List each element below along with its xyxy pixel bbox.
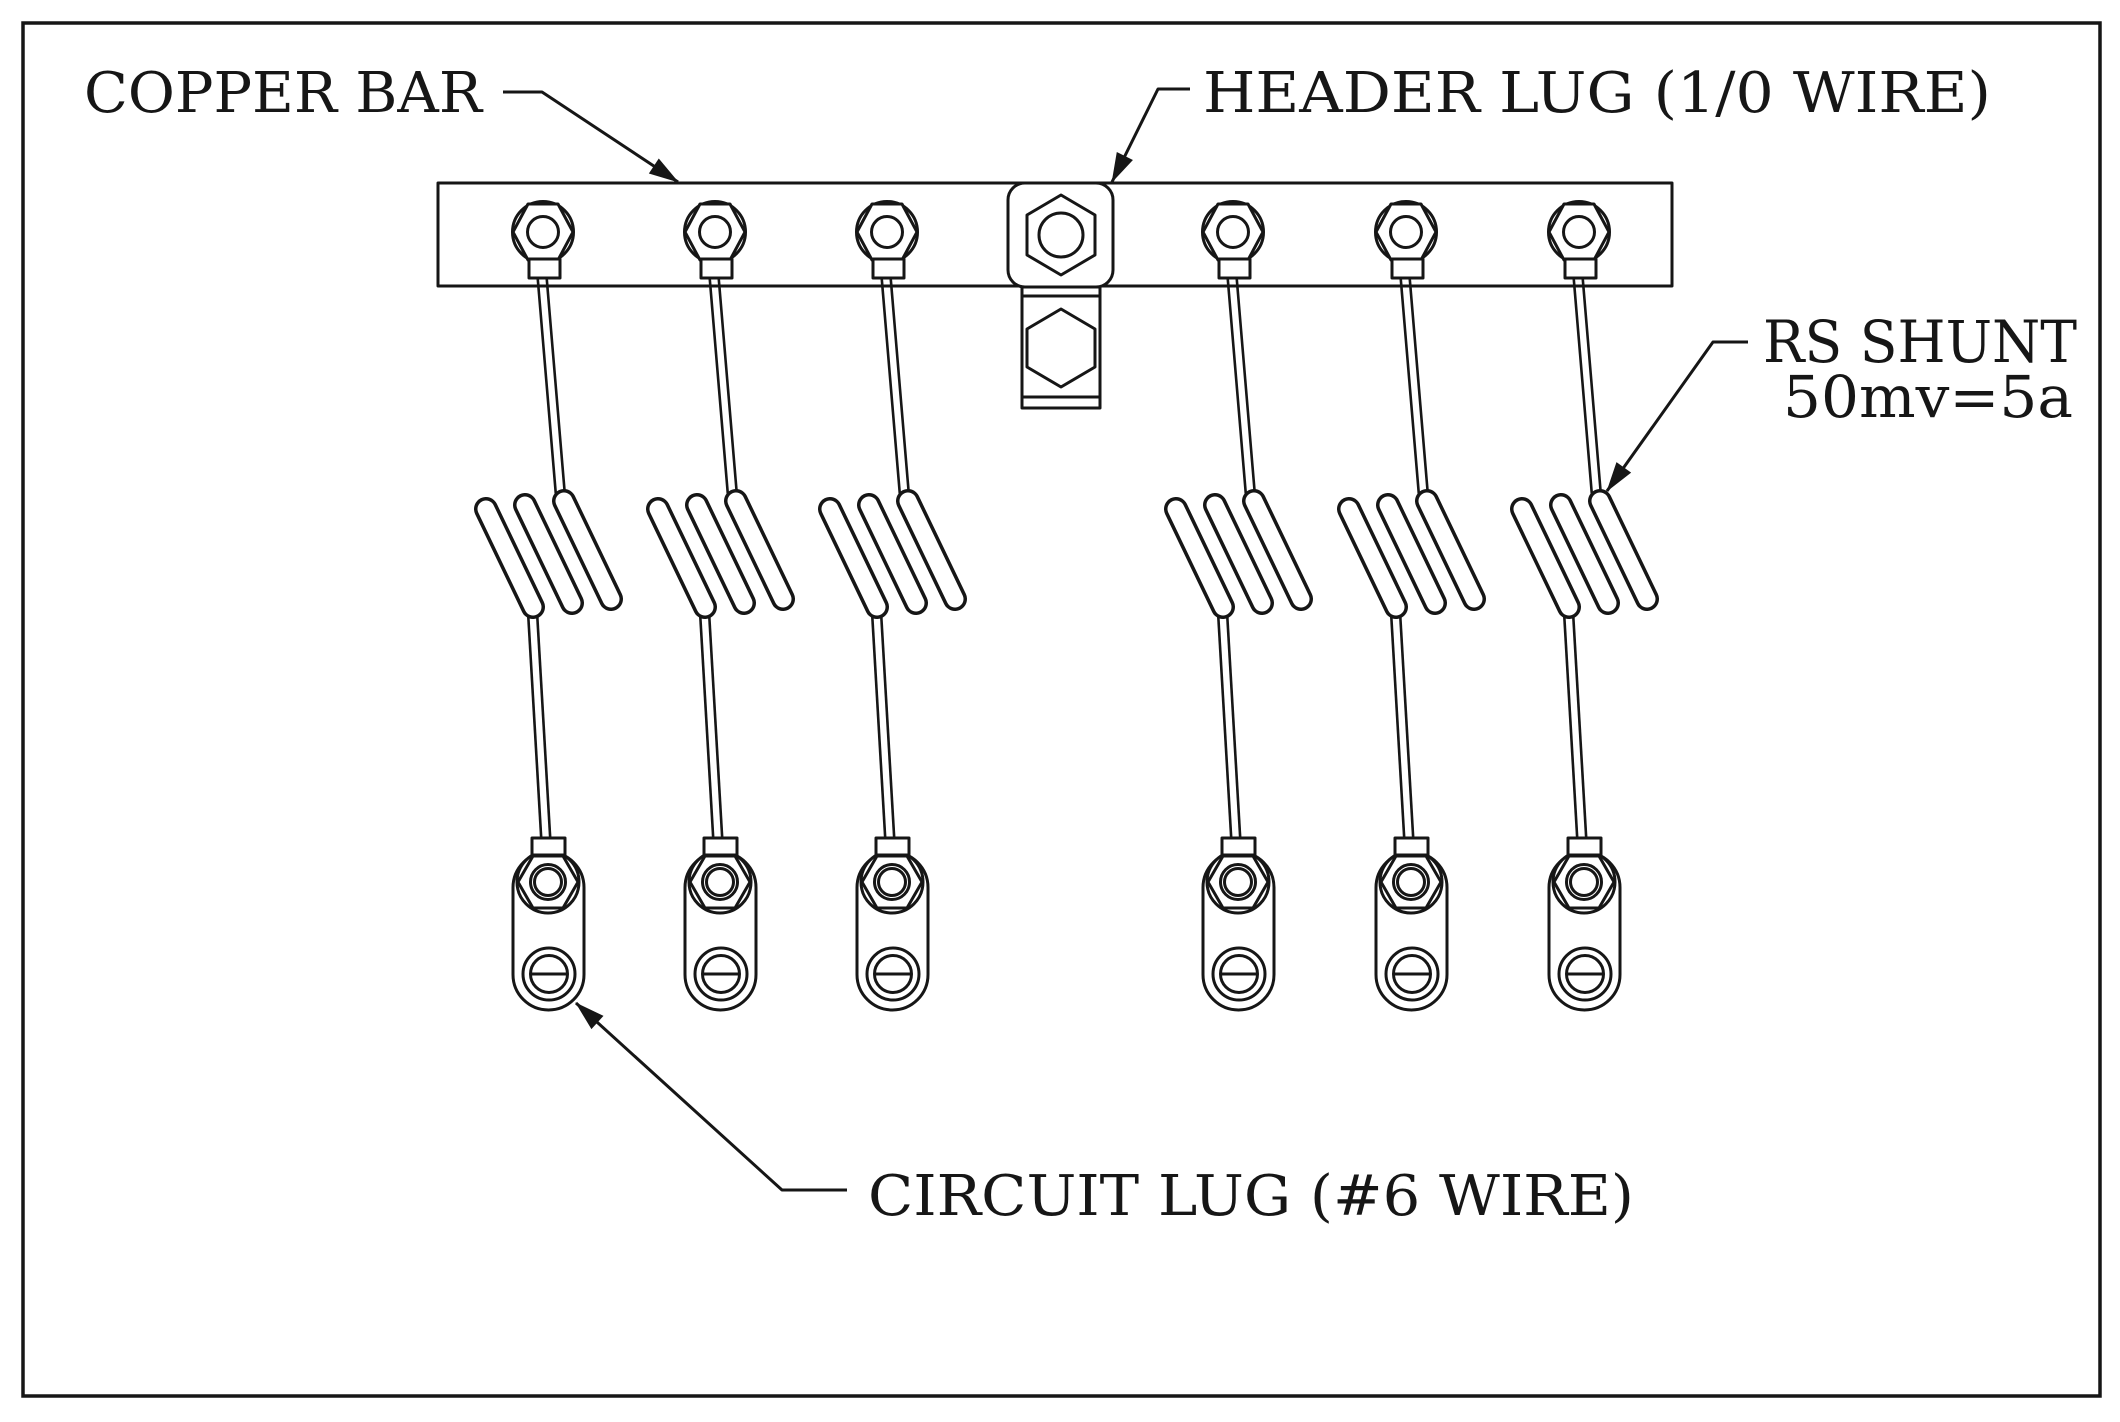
header-lug-leader <box>1110 87 1190 183</box>
header-lug-label: HEADER LUG (1/0 WIRE) <box>1203 61 1991 126</box>
circuit-lug-label: CIRCUIT LUG (#6 WIRE) <box>868 1164 1634 1229</box>
header-lug <box>1006 181 1115 410</box>
rs-shunt-leader <box>1605 340 1748 492</box>
copper-bar-label: COPPER BAR <box>84 61 484 126</box>
header-lug-hole <box>1037 211 1085 259</box>
copper-bar-leader <box>503 90 679 184</box>
rs-shunt-label: RS SHUNT <box>1763 308 2077 376</box>
circuit-lug-leader <box>574 1001 847 1192</box>
rs-shunt-rating-label: 50mv=5a <box>1783 363 2073 431</box>
header-lug-barrel-hex-icon <box>1025 307 1097 389</box>
